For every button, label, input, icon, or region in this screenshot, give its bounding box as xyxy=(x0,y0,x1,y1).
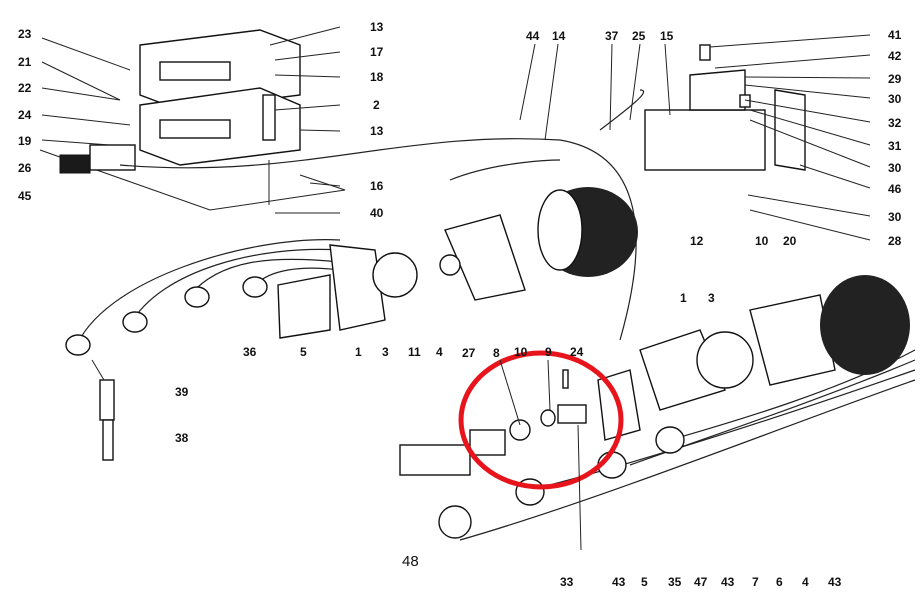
part-labels: 23 21 22 24 19 26 45 13 17 18 2 13 16 40… xyxy=(18,20,902,589)
label-15: 15 xyxy=(660,29,674,43)
label-28: 28 xyxy=(888,234,902,248)
spark-plug xyxy=(91,359,115,461)
label-13: 13 xyxy=(370,20,384,34)
label-46: 46 xyxy=(888,182,902,196)
label-19: 19 xyxy=(18,134,32,148)
ecu-units xyxy=(39,29,346,211)
connector-26 xyxy=(89,144,136,171)
label-44: 44 xyxy=(526,29,540,43)
label-20: 20 xyxy=(783,234,797,248)
label-42: 42 xyxy=(888,49,902,63)
label-3: 3 xyxy=(382,345,389,359)
label-27: 27 xyxy=(462,346,476,360)
label-3: 3 xyxy=(708,291,715,305)
label-21: 21 xyxy=(18,55,32,69)
label-9: 9 xyxy=(545,345,552,359)
label-12: 12 xyxy=(690,234,704,248)
label-16: 16 xyxy=(370,179,384,193)
label-6: 6 xyxy=(776,575,783,589)
label-10: 10 xyxy=(514,345,528,359)
label-39: 39 xyxy=(175,385,189,399)
label-43: 43 xyxy=(721,575,735,589)
label-10: 10 xyxy=(755,234,769,248)
label-29: 29 xyxy=(888,72,902,86)
sensor-assembly xyxy=(399,369,587,476)
label-30: 30 xyxy=(888,161,902,175)
highlight-circle xyxy=(458,350,624,490)
label-33: 33 xyxy=(560,575,574,589)
label-14: 14 xyxy=(552,29,566,43)
label-40: 40 xyxy=(370,206,384,220)
label-43: 43 xyxy=(612,575,626,589)
label-23: 23 xyxy=(18,27,32,41)
label-37: 37 xyxy=(605,29,619,43)
label-30: 30 xyxy=(888,92,902,106)
distributor-right xyxy=(597,275,910,441)
label-18: 18 xyxy=(370,70,384,84)
label-5: 5 xyxy=(641,575,648,589)
label-41: 41 xyxy=(888,28,902,42)
label-25: 25 xyxy=(632,29,646,43)
label-13: 13 xyxy=(370,124,384,138)
label-35: 35 xyxy=(668,575,682,589)
label-7: 7 xyxy=(752,575,759,589)
label-30: 30 xyxy=(888,210,902,224)
label-24: 24 xyxy=(18,108,32,122)
label-8: 8 xyxy=(493,346,500,360)
label-5: 5 xyxy=(300,345,307,359)
label-17: 17 xyxy=(370,45,384,59)
label-32: 32 xyxy=(888,116,902,130)
label-4: 4 xyxy=(802,575,809,589)
label-38: 38 xyxy=(175,431,189,445)
label-43: 43 xyxy=(828,575,842,589)
label-48: 48 xyxy=(402,553,419,570)
label-36: 36 xyxy=(243,345,257,359)
label-47: 47 xyxy=(694,575,708,589)
label-1: 1 xyxy=(355,345,362,359)
label-11: 11 xyxy=(408,345,421,359)
leader-lines xyxy=(41,26,871,551)
plug-cap-48 xyxy=(438,505,472,539)
label-26: 26 xyxy=(18,161,32,175)
label-1: 1 xyxy=(680,291,687,305)
label-45: 45 xyxy=(18,189,32,203)
label-24: 24 xyxy=(570,345,584,359)
label-22: 22 xyxy=(18,81,32,95)
label-4: 4 xyxy=(436,345,443,359)
connector-45 xyxy=(59,154,91,174)
label-31: 31 xyxy=(888,139,902,153)
distributor-left xyxy=(277,187,638,339)
ignition-module xyxy=(644,44,806,171)
label-2: 2 xyxy=(373,98,380,112)
